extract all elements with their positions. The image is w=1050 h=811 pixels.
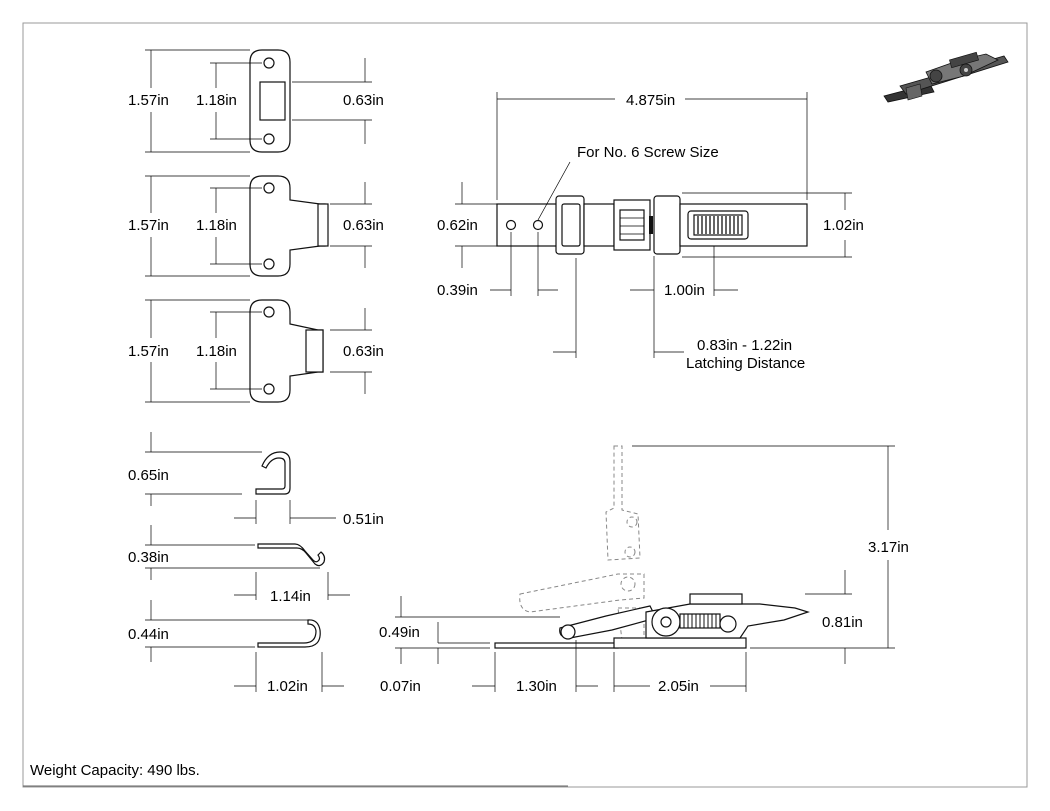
- hook3-height-label: 0.44in: [128, 626, 169, 643]
- drawing-frame: [22, 22, 1028, 788]
- latch-top-view: [455, 92, 852, 358]
- latch-range-label: 0.83in - 1.22in: [697, 337, 792, 354]
- keeper1-slot-label: 0.63in: [343, 92, 384, 109]
- hook-3-profile: [145, 600, 344, 692]
- hook1-height-label: 0.65in: [128, 467, 169, 484]
- body-height-label: 0.81in: [822, 614, 863, 631]
- plate-thickness-label: 0.07in: [380, 678, 421, 695]
- latch-isometric-thumbnail: [883, 51, 1009, 103]
- keeper-tab: [145, 175, 372, 277]
- hook1-width-label: 0.51in: [343, 511, 384, 528]
- keeper1-inner-label: 1.18in: [196, 92, 237, 109]
- keeper1-height-label: 1.57in: [128, 92, 169, 109]
- keeper3-slot-label: 0.63in: [343, 343, 384, 360]
- hook3-width-label: 1.02in: [267, 678, 308, 695]
- weight-capacity-note: Weight Capacity: 490 lbs.: [30, 762, 200, 779]
- hook2-width-label: 1.14in: [270, 588, 311, 605]
- body-width-label: 1.02in: [823, 217, 864, 234]
- keeper2-inner-label: 1.18in: [196, 217, 237, 234]
- keeper-flat: [145, 49, 372, 153]
- plate-length-label: 1.30in: [516, 678, 557, 695]
- hook2-height-label: 0.38in: [128, 549, 169, 566]
- keeper2-slot-label: 0.63in: [343, 217, 384, 234]
- handle-width-label: 1.00in: [664, 282, 705, 299]
- latching-distance-label: Latching Distance: [686, 355, 805, 372]
- keeper3-inner-label: 1.18in: [196, 343, 237, 360]
- overall-length-label: 4.875in: [626, 92, 675, 109]
- base-height-label: 0.49in: [379, 624, 420, 641]
- screw-size-note: For No. 6 Screw Size: [577, 144, 719, 161]
- hook-1-profile: [145, 432, 336, 524]
- keeper3-height-label: 1.57in: [128, 343, 169, 360]
- body-length-label: 2.05in: [658, 678, 699, 695]
- keeper-tab-large: [145, 299, 372, 403]
- latch-side-view: [395, 445, 895, 692]
- base-width-label: 0.62in: [437, 217, 478, 234]
- hole-spacing-label: 0.39in: [437, 282, 478, 299]
- keeper2-height-label: 1.57in: [128, 217, 169, 234]
- hook-2-profile: [145, 525, 350, 600]
- open-height-label: 3.17in: [868, 539, 909, 556]
